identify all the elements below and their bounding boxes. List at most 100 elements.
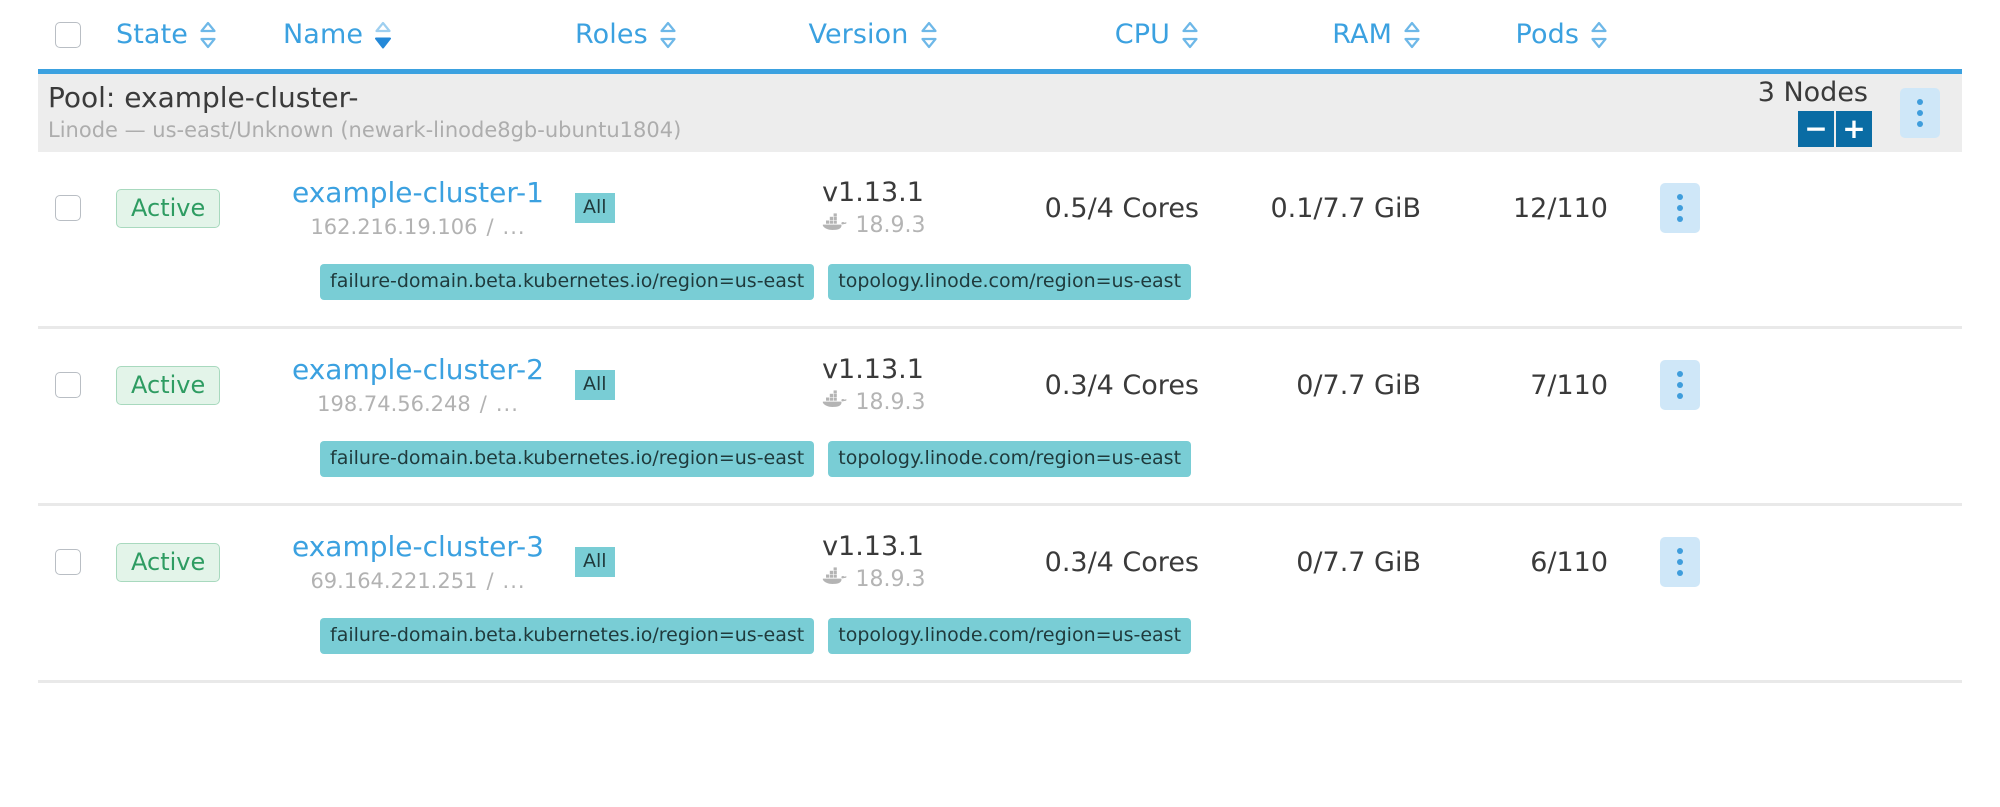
column-header-version[interactable]: Version (768, 19, 978, 50)
ram-value: 0.1/7.7 GiB (1270, 192, 1421, 224)
status-badge: Active (116, 365, 221, 405)
docker-version: 18.9.3 (855, 212, 926, 238)
docker-version-line: 18.9.3 (821, 212, 926, 238)
node-state-cell: Active (98, 542, 283, 582)
column-header-roles[interactable]: Roles (553, 19, 768, 50)
node-ip-address: 162.216.19.106/... (310, 214, 526, 239)
pool-info: Pool: example-cluster- Linode — us-east/… (48, 81, 1758, 144)
table-row: Active example-cluster-3 69.164.221.251/… (38, 506, 1962, 683)
node-pool-table: State Name Roles Version CPU (38, 0, 1962, 683)
column-header-ram[interactable]: RAM (1213, 19, 1443, 50)
row-checkbox[interactable] (55, 549, 81, 575)
node-roles-cell: All (553, 547, 768, 577)
node-name-link[interactable]: example-cluster-1 (292, 176, 544, 210)
kubernetes-version: v1.13.1 (822, 531, 924, 563)
cpu-value: 0.3/4 Cores (1044, 546, 1199, 578)
column-header-name[interactable]: Name (283, 19, 553, 50)
sort-chevrons-icon (659, 20, 677, 50)
node-name-cell: example-cluster-2 198.74.56.248/... (283, 353, 553, 416)
node-name-link[interactable]: example-cluster-3 (292, 530, 544, 564)
column-header-pods[interactable]: Pods (1443, 19, 1638, 50)
node-ram-cell: 0.1/7.7 GiB (1213, 193, 1443, 224)
docker-whale-icon (821, 390, 847, 415)
pool-subtitle: Linode — us-east/Unknown (newark-linode8… (48, 118, 682, 143)
column-header-name-label: Name (283, 19, 364, 50)
pods-value: 7/110 (1530, 369, 1608, 401)
table-header-row: State Name Roles Version CPU (38, 0, 1962, 74)
row-select-cell (38, 372, 98, 398)
pool-title: Pool: example-cluster- (48, 81, 359, 115)
docker-version-line: 18.9.3 (821, 389, 926, 415)
column-header-ram-label: RAM (1332, 19, 1392, 50)
node-rows-container: Active example-cluster-1 162.216.19.106/… (38, 152, 1962, 683)
node-pods-cell: 7/110 (1443, 370, 1638, 401)
node-name-cell: example-cluster-3 69.164.221.251/... (283, 530, 553, 593)
node-ram-cell: 0/7.7 GiB (1213, 370, 1443, 401)
column-header-roles-label: Roles (575, 19, 648, 50)
row-select-cell (38, 195, 98, 221)
ram-value: 0/7.7 GiB (1296, 369, 1421, 401)
pool-node-controls: 3 Nodes − + (1758, 79, 1878, 147)
node-row-main: Active example-cluster-2 198.74.56.248/.… (38, 329, 1962, 441)
node-label-chip: failure-domain.beta.kubernetes.io/region… (320, 441, 815, 477)
node-label-chip: failure-domain.beta.kubernetes.io/region… (320, 264, 815, 300)
cpu-value: 0.5/4 Cores (1044, 192, 1199, 224)
kebab-menu-icon[interactable] (1660, 183, 1700, 233)
node-label-chip: topology.linode.com/region=us-east (828, 264, 1192, 300)
node-label-chip: failure-domain.beta.kubernetes.io/region… (320, 618, 815, 654)
node-state-cell: Active (98, 188, 283, 228)
row-checkbox[interactable] (55, 195, 81, 221)
increment-nodes-button[interactable]: + (1836, 111, 1872, 147)
sort-chevrons-icon (920, 20, 938, 50)
table-row: Active example-cluster-1 162.216.19.106/… (38, 152, 1962, 329)
kebab-menu-icon[interactable] (1660, 360, 1700, 410)
node-cpu-cell: 0.3/4 Cores (978, 370, 1213, 401)
node-count-stepper: − + (1798, 111, 1872, 147)
docker-whale-icon (821, 213, 847, 238)
select-all-cell (38, 21, 98, 48)
node-labels-row: failure-domain.beta.kubernetes.io/region… (38, 618, 1962, 680)
column-header-pods-label: Pods (1515, 19, 1579, 50)
sort-chevrons-icon (199, 20, 217, 50)
node-ram-cell: 0/7.7 GiB (1213, 547, 1443, 578)
row-checkbox[interactable] (55, 372, 81, 398)
role-chip: All (575, 547, 615, 577)
node-ip-address: 69.164.221.251/... (310, 568, 526, 593)
ram-value: 0/7.7 GiB (1296, 546, 1421, 578)
decrement-nodes-button[interactable]: − (1798, 111, 1834, 147)
sort-chevrons-icon (1181, 20, 1199, 50)
node-label-chip: topology.linode.com/region=us-east (828, 618, 1192, 654)
node-ip-address: 198.74.56.248/... (317, 391, 519, 416)
column-header-cpu[interactable]: CPU (978, 19, 1213, 50)
node-name-cell: example-cluster-1 162.216.19.106/... (283, 176, 553, 239)
docker-version: 18.9.3 (855, 566, 926, 592)
select-all-checkbox[interactable] (55, 21, 81, 48)
node-label-chip: topology.linode.com/region=us-east (828, 441, 1192, 477)
node-name-link[interactable]: example-cluster-2 (292, 353, 544, 387)
node-pods-cell: 12/110 (1443, 193, 1638, 224)
status-badge: Active (116, 188, 221, 228)
pool-actions-cell (1878, 88, 1962, 138)
row-select-cell (38, 549, 98, 575)
node-roles-cell: All (553, 193, 768, 223)
docker-version: 18.9.3 (855, 389, 926, 415)
kubernetes-version: v1.13.1 (822, 177, 924, 209)
column-header-state[interactable]: State (98, 19, 283, 50)
sort-chevrons-icon (374, 20, 392, 50)
kebab-menu-icon[interactable] (1660, 537, 1700, 587)
pods-value: 12/110 (1513, 192, 1608, 224)
pods-value: 6/110 (1530, 546, 1608, 578)
sort-chevrons-icon (1590, 20, 1608, 50)
node-pods-cell: 6/110 (1443, 547, 1638, 578)
column-header-state-label: State (116, 19, 188, 50)
kebab-menu-icon[interactable] (1900, 88, 1940, 138)
column-header-version-label: Version (808, 19, 909, 50)
node-row-main: Active example-cluster-1 162.216.19.106/… (38, 152, 1962, 264)
docker-version-line: 18.9.3 (821, 566, 926, 592)
node-version-cell: v1.13.1 18.9.3 (768, 178, 978, 238)
node-state-cell: Active (98, 365, 283, 405)
node-actions-cell (1638, 360, 1722, 410)
kubernetes-version: v1.13.1 (822, 354, 924, 386)
table-row: Active example-cluster-2 198.74.56.248/.… (38, 329, 1962, 506)
node-cpu-cell: 0.5/4 Cores (978, 193, 1213, 224)
